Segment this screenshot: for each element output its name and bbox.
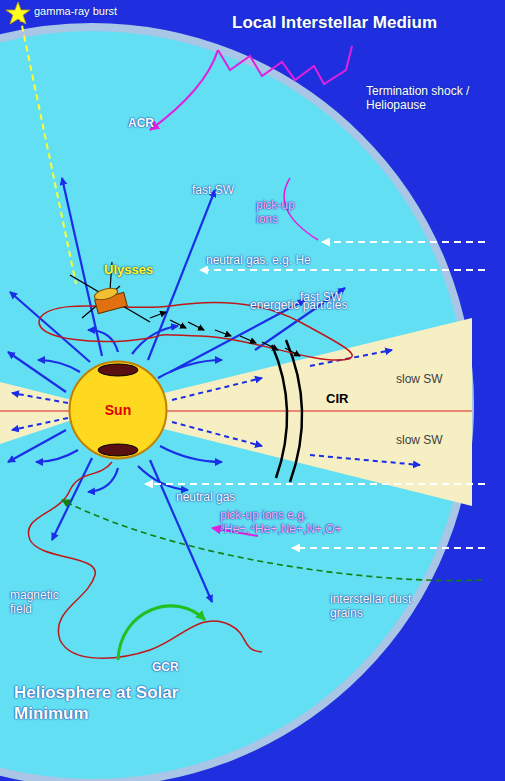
- region-label: fast SW: [192, 183, 234, 197]
- sun-disc: Sun: [68, 360, 168, 460]
- region-label: neutral gas, e.g. He: [206, 253, 311, 267]
- region-label: Termination shock / Heliopause: [366, 84, 478, 112]
- region-label: fast SW: [300, 290, 342, 304]
- region-label: ACR: [128, 116, 154, 130]
- region-label: magnetic field: [10, 588, 72, 616]
- region-label: slow SW: [396, 433, 443, 447]
- region-label: CIR: [326, 392, 348, 406]
- region-label: pick-up ions e.g. ³He+,⁴He+,Ne+,N+,O+: [220, 508, 370, 536]
- region-label: GCR: [152, 660, 179, 674]
- region-label: neutral gas: [176, 490, 235, 504]
- sun-label: Sun: [105, 402, 131, 418]
- region-label: Ulysses: [104, 263, 153, 277]
- region-label: interstellar dust grains: [330, 592, 440, 620]
- region-label: gamma-ray burst: [34, 4, 117, 18]
- region-label: slow SW: [396, 372, 443, 386]
- region-label: Heliosphere at Solar Minimum: [14, 682, 224, 724]
- region-label: pick-up ions: [256, 198, 308, 226]
- region-label: Local Interstellar Medium: [232, 16, 437, 30]
